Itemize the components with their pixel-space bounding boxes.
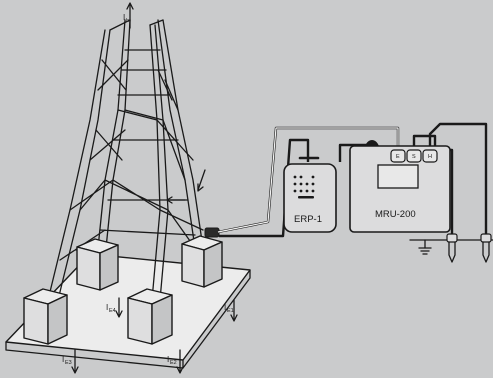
footing-e1 (181, 235, 223, 288)
terminal-e: E (390, 149, 406, 163)
tower-top-current-label: I h (123, 13, 129, 24)
erp-1-label: ERP-1 (294, 214, 322, 225)
footing-e4 (76, 238, 119, 291)
svg-text:I: I (224, 303, 226, 312)
svg-text:E: E (396, 154, 400, 160)
svg-text:E3: E3 (65, 360, 72, 366)
mru-200-meter: E S H MRU-200 (349, 145, 451, 233)
svg-text:S: S (412, 154, 416, 160)
footing-current-label-e1: I E1 (224, 303, 234, 314)
svg-text:E4: E4 (109, 308, 116, 314)
svg-text:E1: E1 (227, 308, 234, 314)
svg-text:H: H (428, 154, 432, 160)
svg-text:I: I (123, 13, 125, 22)
terminal-h: H (422, 149, 438, 163)
svg-text:h: h (126, 18, 129, 24)
wiring (217, 122, 488, 238)
footing-current-label-e2: I E2 (167, 355, 177, 366)
footing-current-label-e4: I E4 (106, 303, 116, 314)
mru-200-label: MRU-200 (375, 209, 416, 220)
meter-display (377, 164, 419, 189)
footing-current-label-e3: I E3 (62, 355, 72, 366)
erp-1-clamp-adapter: ERP-1 (283, 156, 337, 233)
clamp-jaw (204, 227, 220, 238)
svg-text:I: I (167, 355, 169, 364)
footing-e3 (23, 288, 68, 345)
footing-e2 (127, 288, 173, 345)
current-probe (480, 233, 492, 263)
svg-text:E2: E2 (170, 360, 177, 366)
svg-text:I: I (106, 303, 108, 312)
svg-text:I: I (62, 355, 64, 364)
voltage-probe (446, 233, 458, 263)
terminal-s: S (406, 149, 422, 163)
